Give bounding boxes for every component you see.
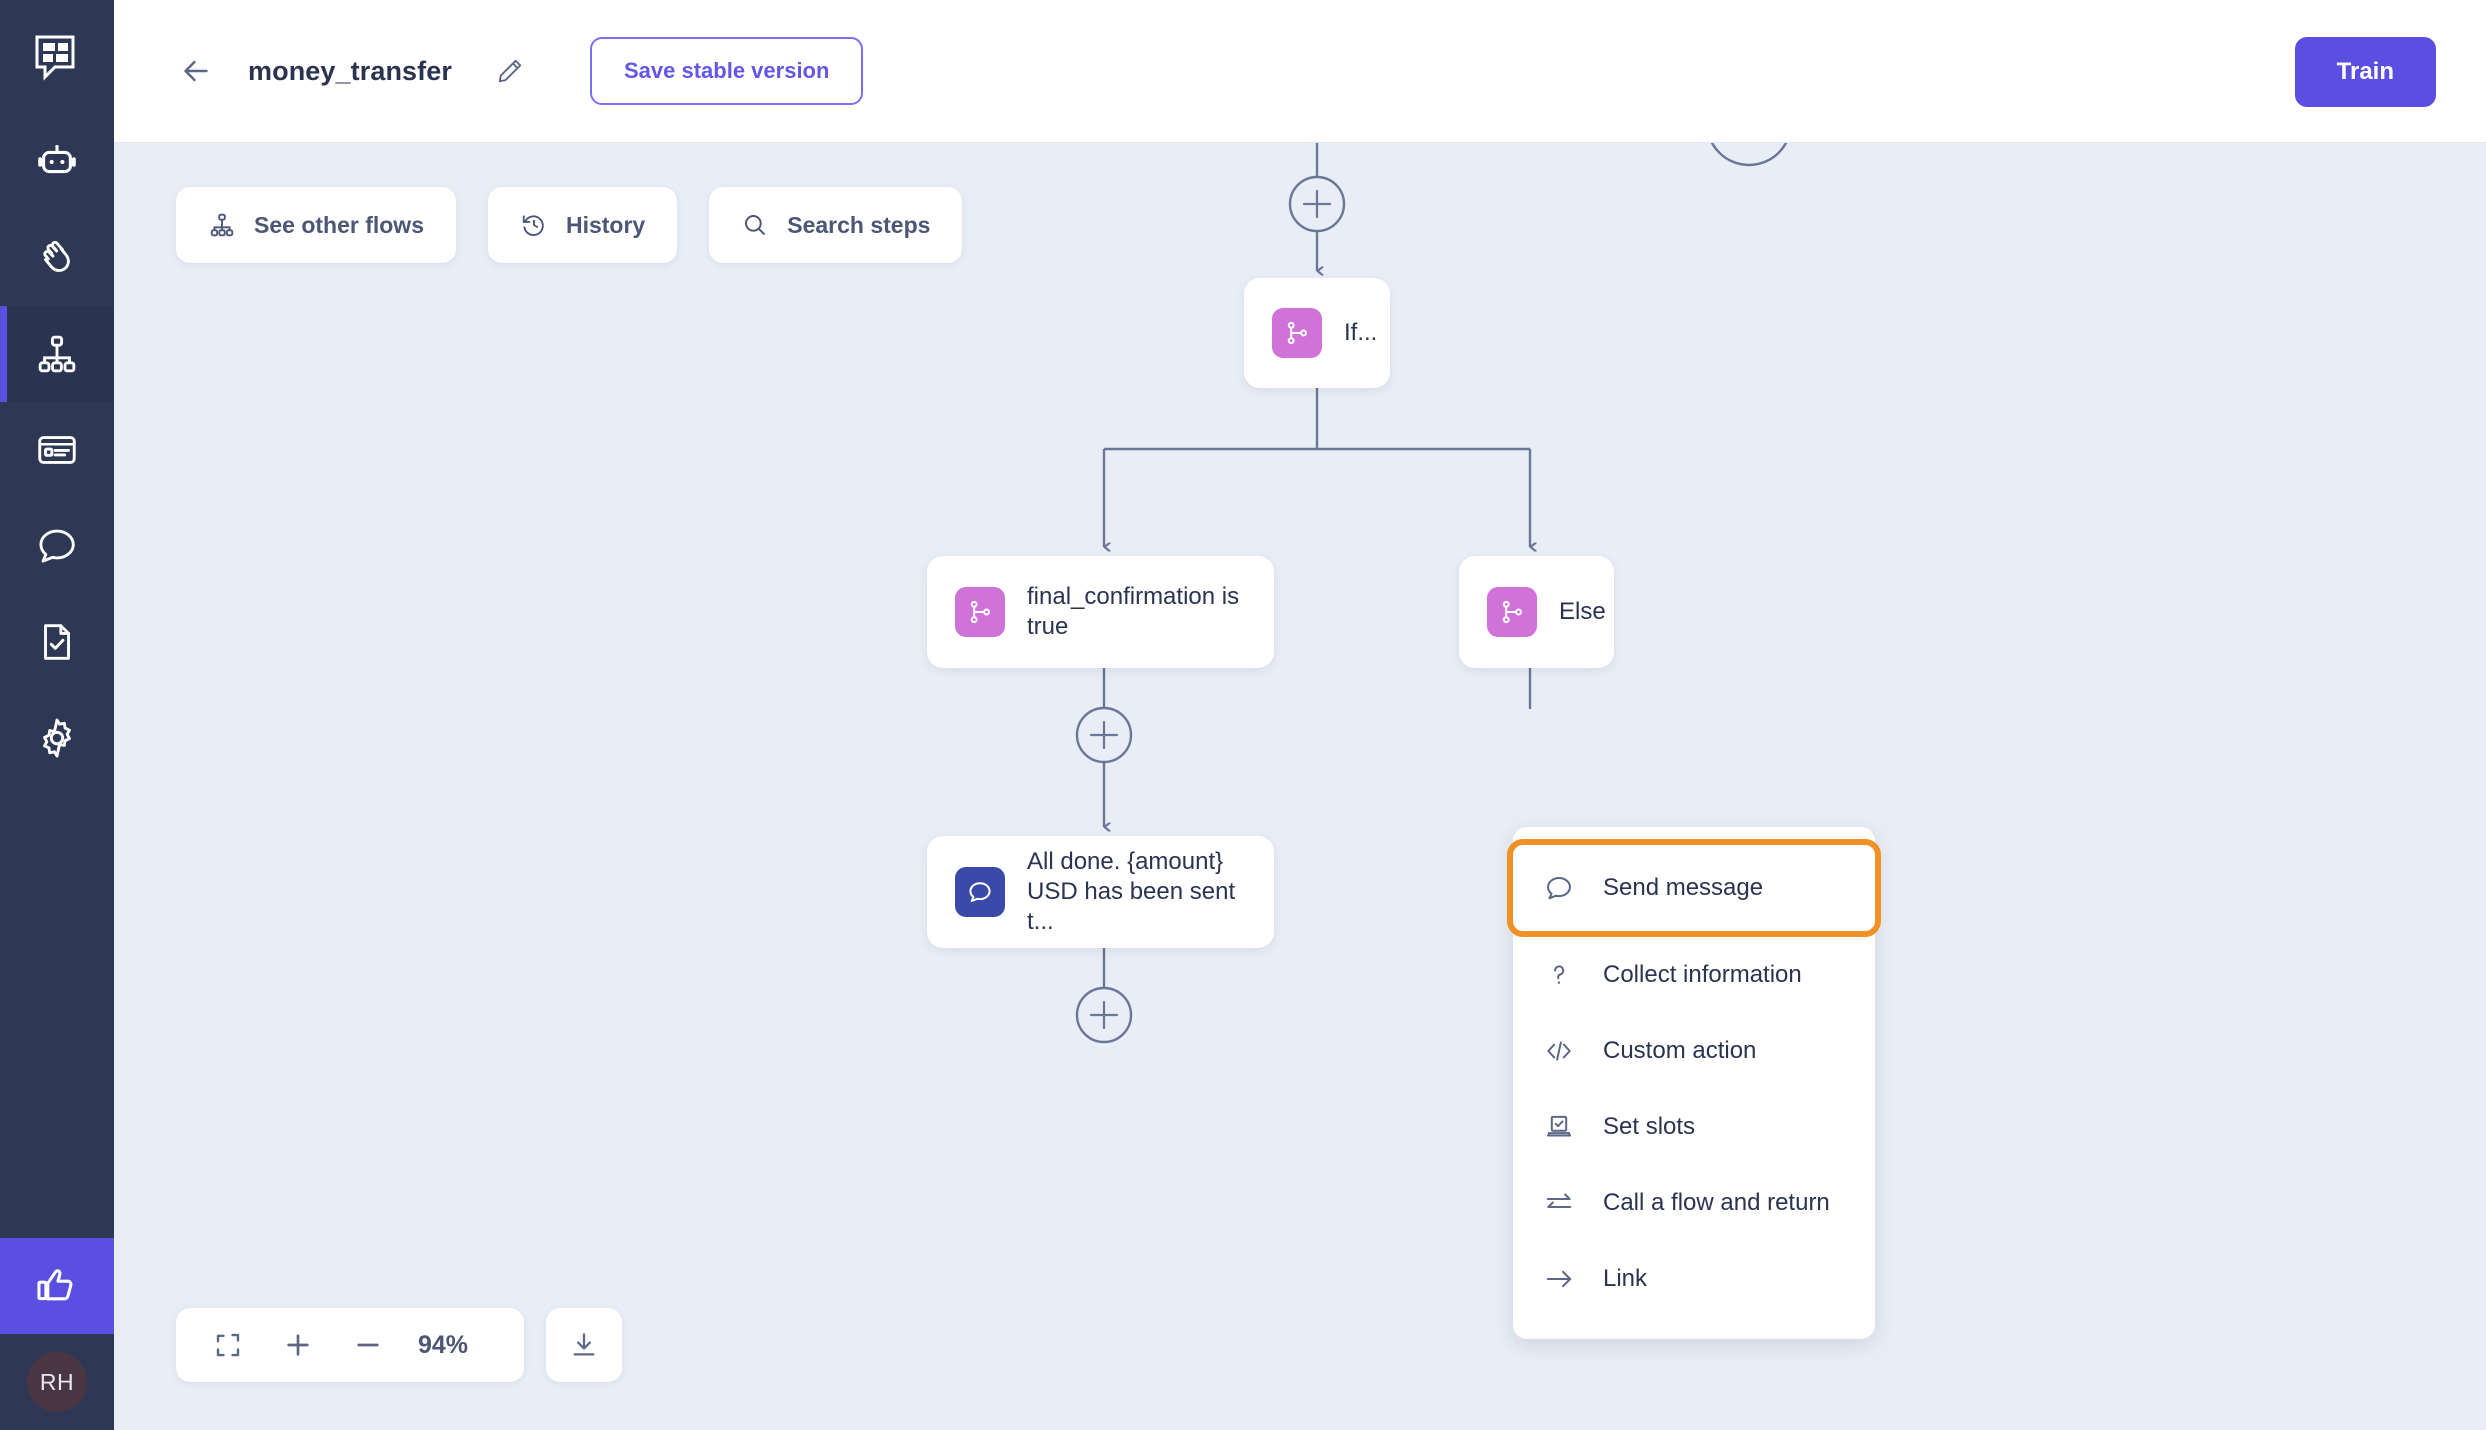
menu-item-label: Call a flow and return — [1603, 1189, 1830, 1216]
menu-item-label: Custom action — [1603, 1037, 1757, 1064]
plus-icon — [287, 1334, 309, 1356]
gear-icon — [43, 718, 71, 758]
code-brackets-icon — [1541, 1033, 1577, 1069]
zoom-pill: 94% — [176, 1308, 524, 1382]
topbar: money_transfer Save stable version Train — [114, 0, 2486, 143]
branch-icon — [1487, 587, 1537, 637]
chat-bubble-icon-glyph — [1547, 877, 1571, 900]
train-button[interactable]: Train — [2294, 37, 2436, 107]
history-clock-icon — [522, 215, 544, 236]
flow-node-label: All done. {amount} USD has been sent t..… — [1027, 847, 1236, 936]
search-icon — [745, 215, 766, 235]
branch-icon — [1272, 308, 1322, 358]
sidebar-item-assistant[interactable] — [0, 114, 114, 210]
zoom-in-button[interactable] — [278, 1325, 318, 1365]
branch-icon-glyph — [1502, 600, 1522, 624]
history-label: History — [565, 211, 646, 238]
document-check-icon — [44, 624, 70, 660]
minus-icon — [357, 1343, 379, 1347]
history-button[interactable]: History — [487, 187, 678, 263]
branch-icon — [955, 587, 1005, 637]
sidebar-item-conversations[interactable] — [0, 498, 114, 594]
robot-icon — [38, 144, 76, 174]
search-steps-label: Search steps — [787, 211, 931, 238]
question-mark-icon-glyph — [1554, 965, 1565, 984]
menu-item-set-slots[interactable]: Set slots — [1513, 1089, 1875, 1165]
chat-bubble-icon — [955, 867, 1005, 917]
rasa-logo[interactable] — [0, 0, 114, 114]
sidebar-item-flows[interactable] — [0, 306, 114, 402]
chat-bubble-icon-glyph — [969, 882, 991, 902]
search-steps-button[interactable]: Search steps — [709, 187, 963, 263]
arrow-left-icon — [184, 60, 208, 82]
flow-canvas[interactable]: See other flows History Search step — [114, 143, 2486, 1430]
user-avatar-button[interactable]: RH — [0, 1334, 114, 1430]
sidebar-item-cards[interactable] — [0, 402, 114, 498]
menu-item-collect-information[interactable]: Collect information — [1513, 937, 1875, 1013]
flow-node-if[interactable]: If... — [1244, 278, 1390, 388]
menu-item-link[interactable]: Link — [1513, 1241, 1875, 1317]
thumbs-up-icon — [37, 1269, 73, 1301]
menu-item-label: Link — [1603, 1265, 1648, 1292]
flow-hierarchy-icon — [210, 213, 234, 237]
flow-node-label: If... — [1344, 318, 1378, 346]
see-other-flows-label: See other flows — [254, 211, 424, 238]
question-mark-icon — [1541, 957, 1577, 993]
menu-item-send-message[interactable]: Send message — [1507, 839, 1881, 937]
pencil-icon — [498, 59, 522, 83]
card-icon — [38, 436, 76, 464]
menu-item-label: Collect information — [1603, 961, 1802, 988]
see-other-flows-button[interactable]: See other flows — [176, 187, 456, 263]
flow-node-else[interactable]: Else — [1459, 556, 1614, 668]
fit-screen-icon — [216, 1333, 240, 1357]
save-stable-version-button[interactable]: Save stable version — [589, 37, 864, 105]
menu-item-call-a-flow-and-return[interactable]: Call a flow and return — [1513, 1165, 1875, 1241]
main-area: money_transfer Save stable version Train — [114, 0, 2486, 1430]
rasa-logo-icon — [35, 35, 75, 81]
swap-arrows-icon-glyph — [1546, 1193, 1572, 1208]
download-button[interactable] — [546, 1308, 622, 1382]
form-check-icon-glyph — [1546, 1115, 1572, 1137]
arrow-right-icon — [1541, 1261, 1577, 1297]
arrow-right-icon-glyph — [1546, 1270, 1572, 1288]
flow-node-all-done[interactable]: All done. {amount} USD has been sent t..… — [927, 836, 1274, 948]
zoom-out-button[interactable] — [348, 1325, 388, 1365]
sidebar: RH — [0, 0, 114, 1430]
canvas-toolbar: See other flows History Search step — [176, 187, 963, 263]
form-check-icon — [1541, 1109, 1577, 1145]
zoom-controls: 94% — [176, 1308, 622, 1382]
page-title: money_transfer — [248, 55, 452, 86]
sidebar-item-greetings[interactable] — [0, 210, 114, 306]
waving-hand-icon — [43, 240, 70, 272]
sidebar-item-tests[interactable] — [0, 594, 114, 690]
flow-hierarchy-icon — [38, 335, 76, 373]
add-step-menu: Send message Collect information — [1507, 827, 1881, 1339]
menu-item-label: Set slots — [1603, 1113, 1696, 1140]
sidebar-item-settings[interactable] — [0, 690, 114, 786]
edit-title-button[interactable] — [492, 53, 528, 89]
zoom-level-value: 94% — [418, 1330, 469, 1359]
back-button[interactable] — [176, 51, 216, 91]
flow-connectors — [1075, 143, 1788, 1044]
download-icon — [573, 1333, 595, 1356]
avatar: RH — [27, 1352, 87, 1412]
branch-icon-glyph — [1287, 321, 1307, 345]
menu-item-custom-action[interactable]: Custom action — [1513, 1013, 1875, 1089]
chat-bubble-icon — [39, 529, 75, 563]
flow-node-final-confirmation[interactable]: final_confirmation is true — [927, 556, 1274, 668]
fit-screen-button[interactable] — [208, 1325, 248, 1365]
feedback-button[interactable] — [0, 1238, 114, 1334]
flow-node-label: Else — [1559, 597, 1606, 625]
swap-arrows-icon — [1541, 1185, 1577, 1221]
code-brackets-icon-glyph — [1547, 1041, 1571, 1061]
chat-bubble-icon — [1541, 870, 1577, 906]
branch-icon-glyph — [970, 600, 990, 624]
menu-item-label: Send message — [1603, 874, 1764, 901]
flow-node-label: final_confirmation is true — [1027, 582, 1240, 640]
sidebar-nav — [0, 114, 114, 786]
